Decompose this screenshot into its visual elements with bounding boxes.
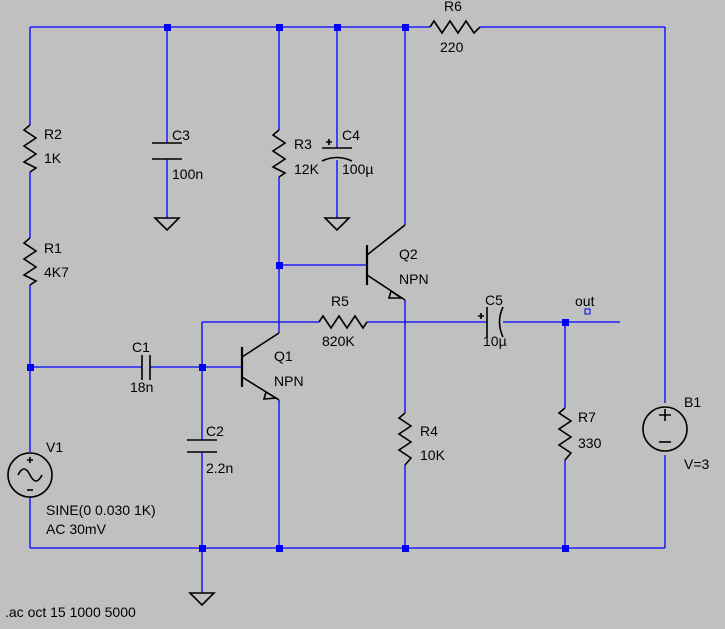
voltage-source-v1[interactable]: V1 SINE(0 0.030 1K) AC 30mV bbox=[7, 439, 156, 537]
junctions bbox=[27, 24, 569, 552]
capacitor-c1[interactable]: C1 18n bbox=[130, 339, 153, 395]
r4-name: R4 bbox=[420, 423, 438, 439]
c5-name: C5 bbox=[485, 292, 503, 308]
net-label-out: out bbox=[575, 293, 595, 315]
junction-dot bbox=[199, 545, 206, 552]
r6-name: R6 bbox=[444, 0, 462, 14]
junction-dot bbox=[402, 24, 409, 31]
v1-value-line2: AC 30mV bbox=[46, 521, 107, 537]
c4-name: C4 bbox=[342, 127, 360, 143]
resistor-r3[interactable]: R3 12K bbox=[271, 129, 320, 178]
c3-name: C3 bbox=[172, 127, 190, 143]
junction-dot bbox=[276, 262, 283, 269]
r7-value: 330 bbox=[578, 435, 602, 451]
q1-name: Q1 bbox=[274, 348, 293, 364]
r7-name: R7 bbox=[578, 409, 596, 425]
c2-name: C2 bbox=[206, 423, 224, 439]
out-label: out bbox=[575, 293, 595, 309]
junction-dot bbox=[402, 545, 409, 552]
capacitor-c4[interactable]: C4 100µ bbox=[321, 127, 373, 177]
c4-value: 100µ bbox=[342, 161, 373, 177]
resistor-r2[interactable]: R2 1K bbox=[22, 124, 62, 173]
r3-name: R3 bbox=[294, 136, 312, 152]
transistor-q2[interactable]: Q2 NPN bbox=[365, 224, 429, 301]
wires bbox=[29, 26, 666, 593]
sine-wave-icon bbox=[17, 468, 43, 482]
resistor-r1[interactable]: R1 4K7 bbox=[22, 237, 69, 286]
r3-value: 12K bbox=[294, 161, 320, 177]
net-flag-icon bbox=[584, 308, 591, 315]
r5-value: 820K bbox=[322, 333, 355, 349]
junction-dot bbox=[276, 545, 283, 552]
junction-dot bbox=[562, 319, 569, 326]
b1-value: V=3 bbox=[684, 456, 710, 472]
c1-name: C1 bbox=[132, 339, 150, 355]
ground-icon bbox=[188, 592, 216, 607]
junction-dot bbox=[276, 24, 283, 31]
r5-name: R5 bbox=[331, 293, 349, 309]
r2-value: 1K bbox=[44, 150, 62, 166]
v1-value-line1: SINE(0 0.030 1K) bbox=[46, 502, 156, 518]
transistor-q1[interactable]: Q1 NPN bbox=[240, 332, 304, 401]
q2-name: Q2 bbox=[399, 246, 418, 262]
r6-value: 220 bbox=[440, 39, 464, 55]
junction-dot bbox=[164, 24, 171, 31]
r1-value: 4K7 bbox=[44, 264, 69, 280]
q1-type: NPN bbox=[274, 373, 304, 389]
junction-dot bbox=[562, 545, 569, 552]
r2-name: R2 bbox=[44, 126, 62, 142]
ground-icon bbox=[153, 217, 181, 232]
junction-dot bbox=[27, 364, 34, 371]
c5-value: 10µ bbox=[483, 333, 507, 349]
resistor-r6[interactable]: R6 220 bbox=[429, 0, 481, 55]
b1-name: B1 bbox=[684, 394, 701, 410]
spice-directive[interactable]: .ac oct 15 1000 5000 bbox=[5, 604, 136, 620]
v1-name: V1 bbox=[46, 439, 63, 455]
capacitor-c3[interactable]: C3 100n bbox=[152, 127, 203, 182]
junction-dot bbox=[334, 24, 341, 31]
resistor-r7[interactable]: R7 330 bbox=[557, 407, 602, 461]
capacitor-c2[interactable]: C2 2.2n bbox=[187, 423, 233, 476]
c2-value: 2.2n bbox=[206, 460, 233, 476]
ground-icon bbox=[323, 217, 351, 232]
r4-value: 10K bbox=[420, 447, 446, 463]
q2-type: NPN bbox=[399, 271, 429, 287]
r1-name: R1 bbox=[44, 240, 62, 256]
voltage-source-b1[interactable]: B1 V=3 bbox=[642, 394, 710, 472]
capacitor-c5[interactable]: C5 10µ bbox=[478, 292, 507, 349]
junction-dot bbox=[199, 364, 206, 371]
c1-value: 18n bbox=[130, 379, 153, 395]
resistor-r5[interactable]: R5 820K bbox=[318, 293, 368, 349]
resistor-r4[interactable]: R4 10K bbox=[397, 412, 446, 466]
c3-value: 100n bbox=[172, 166, 203, 182]
